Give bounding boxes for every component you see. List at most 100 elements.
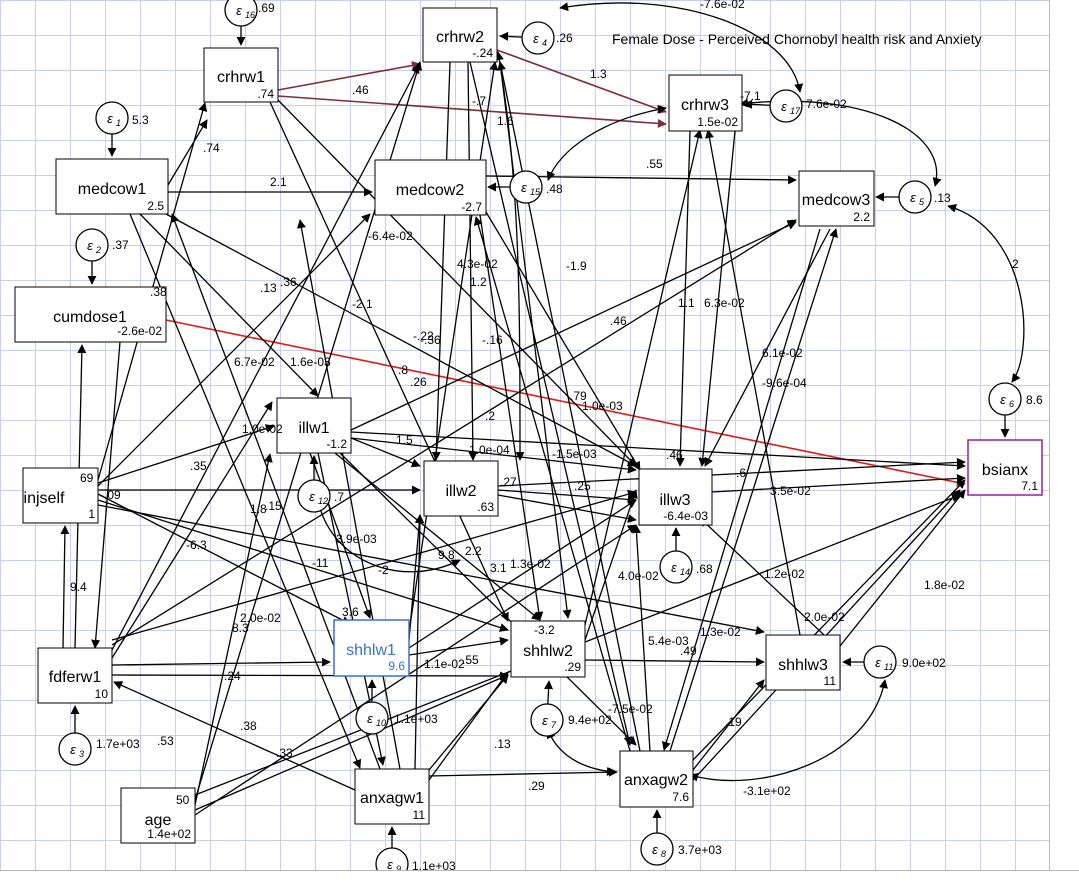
path-arrow [111,671,509,681]
path-arrow [277,61,421,91]
path-arrow [111,401,273,659]
path-coefficient: 1.3e-02 [510,557,551,571]
path-arrow [497,494,637,523]
node-name: shhlw1 [346,642,396,659]
path-coefficient: 3.1 [490,561,507,575]
node-injself[interactable]: injself 1 [22,467,99,524]
path-arrow [408,61,499,633]
node-name: cumdose1 [53,309,127,326]
node-crhrw1[interactable]: crhrw1 .74 [203,47,279,103]
path-arrow [129,213,362,769]
node-value: .74 [257,87,274,101]
path-coefficient: 1.3 [590,67,607,81]
path-coefficient: .53 [157,734,174,748]
node-crhrw2[interactable]: crhrw2 -.24 [422,7,498,63]
node-anxagw2[interactable]: anxagw2 7.6 [619,750,694,808]
path-arrow [632,524,651,752]
path-arrow [167,119,208,186]
node-illw3[interactable]: illw3 -6.4e-03 [638,468,713,526]
path-coefficient: -1.9 [566,259,587,273]
path-arrow [699,517,841,651]
path-arrow [428,674,509,771]
path-coefficient: 4.0e-02 [618,569,659,583]
path-arrow [111,64,420,651]
error-variance: 1.1e+03 [394,712,438,726]
path-coefficient: -6.4e-02 [368,229,413,243]
error-variance: .48 [546,182,563,196]
path-coefficient: -1.0e-04 [465,443,510,457]
path-arrow [194,674,509,811]
node-value: 1.5e-02 [697,115,738,129]
node-fdferw1[interactable]: fdferw1 10 [37,647,113,704]
path-coefficient: .2 [485,409,495,423]
error-variance: 7.6e-02 [806,97,847,111]
path-coefficient: 3.6 [342,605,359,619]
path-coefficient: 8.3 [232,621,249,635]
path-coefficient: -3.1e+02 [743,784,791,798]
path-arrow [467,61,478,461]
node-name: anxagw1 [360,790,424,807]
node-medcow3[interactable]: medcow3 2.2 [798,170,875,227]
node-illw1[interactable]: illw1 -1.2 [276,397,352,454]
error-symbol: ε [367,711,373,726]
node-age[interactable]: age 1.4e+02 [120,787,196,844]
node-cumdose1[interactable]: cumdose1 -2.6e-02 [14,286,167,343]
node-name: medcow1 [78,181,147,198]
path-arrow [139,213,319,397]
error-symbol: ε [521,180,527,195]
node-crhrw3[interactable]: crhrw3 1.5e-02 [668,74,743,132]
node-bsianx[interactable]: bsianx 7.1 [967,439,1043,496]
error-subscript: 10 [376,718,386,728]
error-symbol: ε [671,560,677,575]
error-subscript: 3 [79,749,84,759]
error-circle [769,89,803,123]
path-arrow [91,341,121,649]
path-coefficient: .74 [203,141,220,155]
node-name: injself [24,490,65,507]
path-coefficient: .49 [680,644,697,658]
node-shhlw3[interactable]: shhlw3 11 [765,634,841,691]
node-value: 7.6 [672,790,689,804]
node-medcow2[interactable]: medcow2 -2.7 [374,159,487,216]
node-name: bsianx [982,462,1028,479]
node-value: -1.2 [326,437,347,451]
path-arrow [408,499,637,649]
path-coefficient: .27 [500,475,517,489]
node-illw2[interactable]: illw2 .63 [423,460,499,517]
node-name: crhrw1 [217,69,265,86]
path-coefficient: -3.2 [534,623,555,637]
error-subscript: 17 [790,106,801,116]
error-circle [58,732,92,766]
path-arrow [194,453,273,806]
path-arrow [704,228,831,467]
node-anxagw1[interactable]: anxagw1 11 [354,768,430,825]
path-arrow [584,657,765,667]
node-medcow1[interactable]: medcow1 2.5 [55,158,169,215]
path-arrow [165,319,966,487]
covariance-arc [546,105,667,181]
path-coefficient: 6.1e-02 [762,346,803,360]
error-symbol: ε [781,99,787,114]
covariance-arc [315,499,461,573]
node-shhlw1[interactable]: shhlw1 9.6 [333,619,410,677]
path-arrow [350,437,637,474]
node-value: 9.6 [388,659,405,673]
error-symbol: ε [70,742,76,757]
error-symbol: ε [875,655,881,670]
node-shhlw2[interactable]: shhlw2 .29 [510,620,586,678]
